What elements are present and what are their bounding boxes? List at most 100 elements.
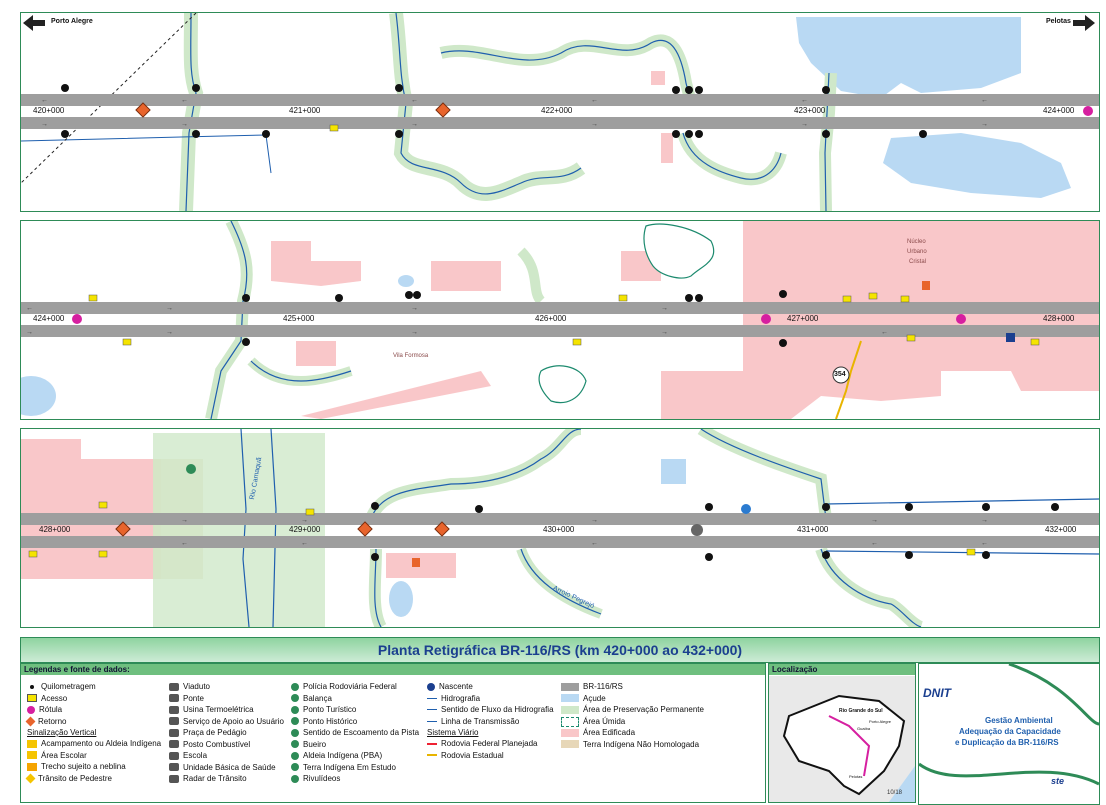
water	[21, 376, 56, 416]
river	[210, 221, 248, 419]
road-shield-label: 354	[834, 371, 846, 378]
water	[398, 275, 414, 287]
legend-symbol-icon	[291, 682, 299, 691]
legend-label: Área Edificada	[583, 728, 636, 737]
legend-item: BR-116/RS	[561, 682, 623, 691]
legend-symbol-icon	[169, 751, 179, 760]
river	[440, 39, 692, 104]
legend-symbol-icon	[291, 751, 299, 760]
road-lane-south	[21, 325, 1099, 337]
road-shield	[832, 366, 850, 384]
legend-label: Terra Indígena Não Homologada	[583, 739, 700, 749]
legend-item: Unidade Básica de Saúde	[169, 763, 276, 772]
legend-label: Bueiro	[303, 739, 327, 749]
river	[21, 134, 272, 174]
legend-label: Sentido de Escoamento da Pista	[303, 728, 420, 737]
legend-item: Sistema Viário	[427, 728, 478, 737]
legend-item: Radar de Trânsito	[169, 774, 247, 783]
legend-item: Posto Combustível	[169, 740, 250, 749]
km-label: 430+000	[543, 525, 575, 534]
dnit-box: DNIT Gestão Ambiental Adequação da Capac…	[918, 663, 1100, 805]
legend-item: Balança	[291, 694, 332, 703]
svg-text:←: ←	[981, 97, 988, 104]
svg-text:←: ←	[591, 540, 598, 547]
toll-marker	[691, 524, 703, 536]
road-lane-north	[21, 94, 1099, 106]
return-marker	[435, 102, 451, 118]
legend-symbol-icon	[427, 709, 437, 710]
svg-text:←: ←	[591, 97, 598, 104]
legend-label: Área Escolar	[41, 750, 87, 760]
legend-label: Serviço de Apoio ao Usuário	[183, 716, 284, 726]
svg-text:→: →	[591, 517, 598, 524]
legend-label: Radar de Trânsito	[183, 774, 247, 783]
svg-text:→: →	[981, 517, 988, 524]
legend-label: Viaduto	[183, 682, 210, 691]
km-label: 428+000	[1043, 314, 1075, 323]
legend-item: Ponte	[169, 694, 204, 703]
lake	[796, 17, 1021, 98]
svg-text:→: →	[981, 121, 988, 128]
legend-symbol-icon	[561, 740, 579, 748]
legend-label: Usina Termoelétrica	[183, 705, 254, 714]
legend-symbol-icon	[561, 682, 579, 691]
flow-arrows: ←←←←←← →→→→→→	[41, 97, 988, 128]
legend-label: Açude	[583, 693, 606, 703]
km-label: 431+000	[797, 525, 829, 534]
legend-item: Açude	[561, 694, 606, 703]
app-strip	[205, 221, 253, 419]
svg-text:←: ←	[26, 305, 33, 312]
location-box: Localização Rio Grande do Sul Porto Aleg…	[768, 663, 916, 803]
map-title: Planta Retigráfica BR-116/RS (km 420+000…	[20, 637, 1100, 663]
legend-symbol-icon	[27, 705, 35, 714]
svg-text:→: →	[301, 517, 308, 524]
river	[185, 13, 197, 211]
legend-label: Rodovia Estadual	[441, 750, 504, 760]
legend-item: Praça de Pedágio	[169, 728, 247, 737]
km-label: 420+000	[33, 106, 65, 115]
svg-text:←: ←	[871, 540, 878, 547]
return-marker	[135, 102, 151, 118]
app-strip	[815, 546, 924, 627]
place-label: Vila Formosa	[393, 353, 429, 359]
legend-item: Ponto Histórico	[291, 717, 357, 726]
legend-label: Hidrografia	[441, 693, 481, 703]
svg-text:←: ←	[801, 97, 808, 104]
map-panel-2: ←→→→ →→→→← Núcleo Urbano Cristal Vila Fo…	[20, 220, 1100, 420]
arrow-left-icon	[23, 15, 45, 31]
wetland	[538, 365, 587, 404]
svg-text:→: →	[26, 329, 33, 336]
urban-area	[301, 371, 491, 419]
legend-item: Área Úmida	[561, 716, 625, 727]
state-road	[835, 340, 862, 419]
legend-label: Polícia Rodoviária Federal	[303, 682, 397, 691]
km-label: 426+000	[535, 314, 567, 323]
legend-label: Terra Indígena Em Estudo	[303, 762, 396, 772]
legend-item: Nascente	[427, 682, 473, 691]
svg-text:→: →	[661, 305, 668, 312]
legend-label: Sentido de Fluxo da Hidrografia	[441, 705, 554, 714]
river	[682, 132, 782, 180]
legend-symbol-icon	[291, 705, 299, 714]
dnit-text: e Duplicação da BR-116/RS	[955, 738, 1059, 747]
legend-label: Quilometragem	[41, 682, 96, 691]
legend-label: Posto Combustível	[183, 739, 251, 749]
urban-area	[431, 261, 501, 291]
legend-symbol-icon	[169, 763, 179, 771]
location-header: Localização	[769, 664, 915, 675]
legend-item: Área Escolar	[27, 751, 87, 760]
legend-symbol-icon	[291, 728, 299, 737]
service-marker	[741, 504, 751, 514]
svg-text:→: →	[411, 329, 418, 336]
legend-label: Área de Preservação Permanente	[583, 705, 704, 714]
urban-area	[661, 459, 686, 484]
svg-text:→: →	[181, 121, 188, 128]
legend-item: Área de Preservação Permanente	[561, 705, 704, 714]
svg-text:→: →	[411, 305, 418, 312]
lake	[883, 133, 1071, 198]
svg-text:←: ←	[301, 540, 308, 547]
legend-item: Área Edificada	[561, 728, 635, 737]
urban-area	[651, 71, 665, 85]
fuel-station-marker	[922, 281, 930, 290]
road-lane-north	[21, 513, 1099, 525]
